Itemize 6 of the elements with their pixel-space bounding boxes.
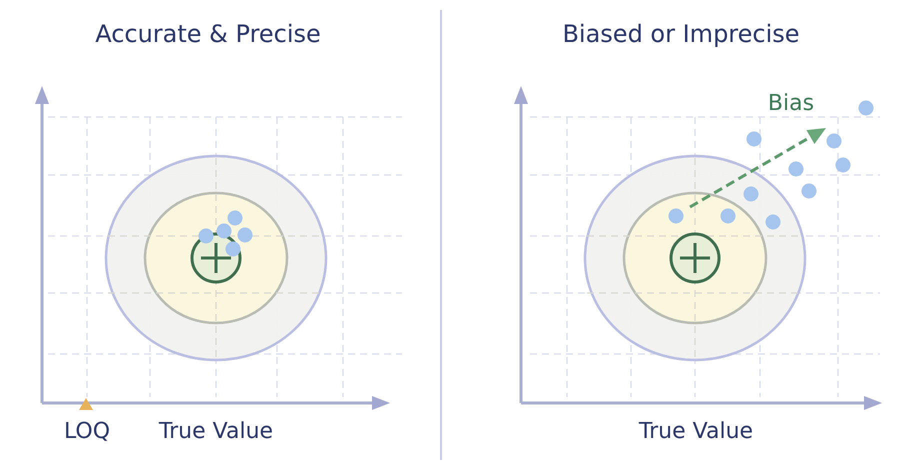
axis-label: True Value (158, 421, 274, 443)
arrow-label: Bias (768, 93, 814, 115)
panel-heading: Biased or Imprecise (562, 22, 800, 46)
axis-label: True Value (638, 421, 754, 443)
marker-label: LOQ (64, 421, 110, 443)
panel-heading: Accurate & Precise (95, 22, 321, 46)
